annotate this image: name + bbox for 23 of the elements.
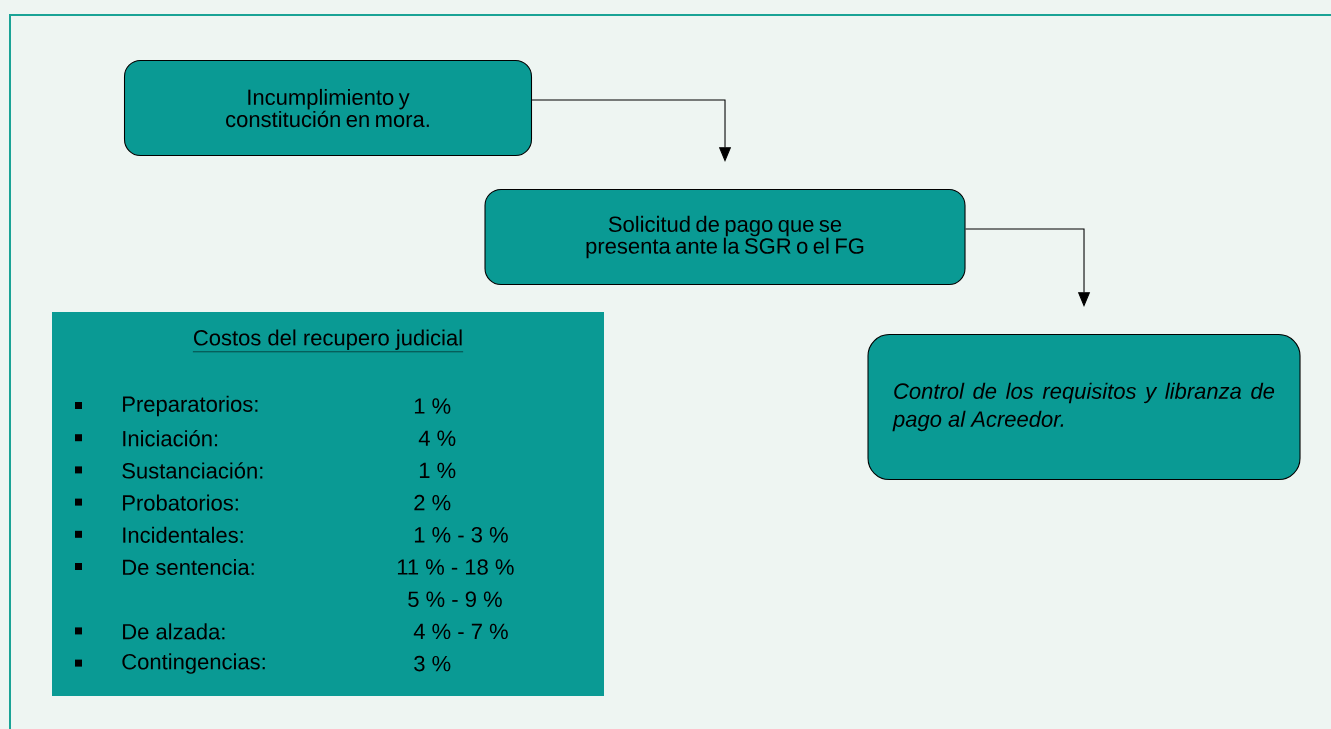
percentage-value: 3 % [414,655,451,672]
percentage-value: 4 % - 7 % [413,623,508,640]
list-item: Preparatorios: [75,395,258,417]
list-item: Iniciación: [75,430,218,447]
percentage-value: 1 % [419,462,456,479]
list-item: De alzada: [75,623,225,640]
percentage-value: 1 % [414,398,451,414]
list-item: Sustanciación: [75,462,263,479]
percentage-value: 4 % [418,430,456,446]
panel-heading: Costos del recupero judicial [192,329,464,353]
arrow [531,99,732,162]
list-item: De sentencia: [75,558,254,576]
percentage-value: 5 % - 9 % [408,591,502,607]
process-box: Solicitud de pago que se presenta ante la SGR o el FG [484,188,966,286]
list-item: Probatorios: [75,494,238,511]
percentage-value: 2 % [414,494,451,511]
percentage-value: 1 % - 3 % [414,527,508,543]
list-item: Contingencias: [75,653,265,674]
arrow [965,228,1091,307]
process-box: Incumplimiento y constitución en mora. [123,59,533,157]
list-item: Incidentales: [75,526,243,543]
percentage-value: 11 % - 18 % [397,559,514,575]
process-box: Control de los requisitos y libranza de pago al Acreedor. [867,333,1301,481]
